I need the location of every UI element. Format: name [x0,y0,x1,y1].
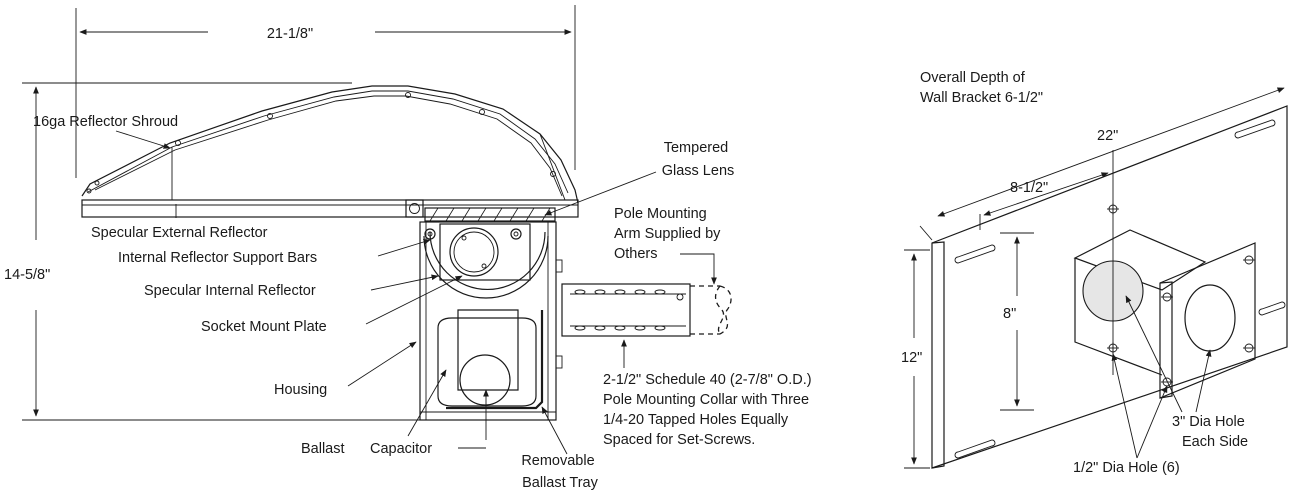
glass-lens-label-line: Tempered [664,140,728,156]
housing [419,221,563,421]
collar-label-line: 2-1/2" Schedule 40 (2-7/8" O.D.) [603,372,812,388]
pole-arm-label: Pole Mounting Arm Supplied by Others [614,206,724,262]
ballast-tray-label: Removable Ballast Tray [521,453,598,491]
overall-depth-label: Overall Depth of Wall Bracket 6-1/2" [920,70,1043,106]
hole-spacing-label: 8" [1003,306,1016,322]
plate-height-label: 12" [901,350,922,366]
capacitor-label: Capacitor [370,441,432,457]
bracket-leaders [1111,295,1212,459]
width-label: 21-1/8" [267,26,313,42]
overall-depth-label-line: Wall Bracket 6-1/2" [920,90,1043,106]
socket-plate-label: Socket Mount Plate [201,319,327,335]
internal-reflector-label: Specular Internal Reflector [144,283,316,299]
reflector-shroud-label: 16ga Reflector Shroud [33,114,178,130]
pole-arm-label-line: Others [614,246,658,262]
offset-label: 8-1/2" [1010,180,1048,196]
big-hole-label-line: 3" Dia Hole [1172,414,1245,430]
fixture-side-view: 21-1/8" 14-5/8" [4,5,816,491]
collar-label: 2-1/2" Schedule 40 (2-7/8" O.D.) Pole Mo… [603,372,816,448]
length-label: 22" [1097,128,1118,144]
housing-label: Housing [274,382,327,398]
overall-depth-label-line: Overall Depth of [920,70,1026,86]
leader-lines [115,130,717,455]
collar-label-line: Spaced for Set-Screws. [603,432,755,448]
collar-label-line: 1/4-20 Tapped Holes Equally [603,412,789,428]
width-dimension: 21-1/8" [75,5,576,178]
glass-lens-label: Tempered Glass Lens [662,140,735,179]
bracket-tube [1073,229,1207,376]
height-label: 14-5/8" [4,267,50,283]
bracket-flange [1159,242,1256,399]
small-hole-label: 1/2" Dia Hole (6) [1073,460,1180,476]
height-dimension: 14-5/8" [4,82,420,421]
pole-arm-label-line: Pole Mounting [614,206,707,222]
collar-label-line: Pole Mounting Collar with Three [603,392,809,408]
external-reflector-label: Specular External Reflector [91,225,268,241]
wall-bracket-view: Overall Depth of Wall Bracket 6-1/2" 22"… [901,70,1288,476]
support-bars-label: Internal Reflector Support Bars [118,250,317,266]
big-hole-label: 3" Dia Hole Each Side [1172,414,1249,450]
ballast-label: Ballast [301,441,345,457]
pole-arm-label-line: Arm Supplied by [614,226,721,242]
ballast-tray-label-line: Removable [521,453,594,469]
glass-lens [424,207,556,222]
reflector-rim [81,199,579,218]
ballast-assembly [437,309,544,410]
reflector-shroud [81,85,579,204]
pole-arm [690,285,732,335]
internal-reflector [423,223,549,299]
big-hole-label-line: Each Side [1182,434,1248,450]
bracket-dimensions [904,87,1285,469]
glass-lens-label-line: Glass Lens [662,163,735,179]
pole-collar [561,283,691,337]
ballast-tray-label-line: Ballast Tray [522,475,598,491]
